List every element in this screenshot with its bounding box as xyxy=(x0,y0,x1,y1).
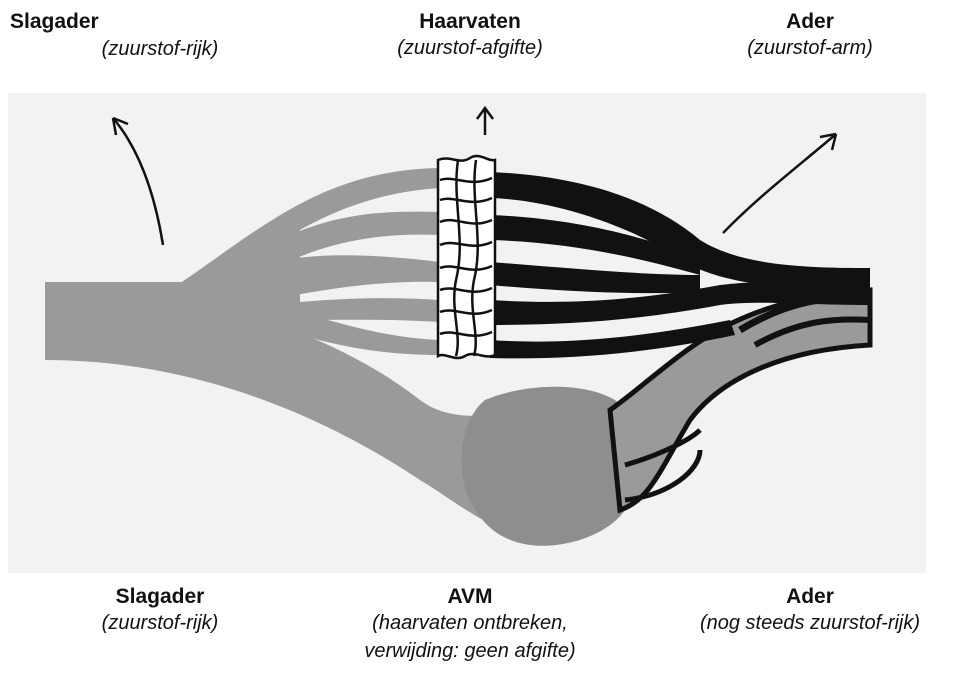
label-capillaries-title: Haarvaten xyxy=(320,10,620,34)
label-avm-title: AVM xyxy=(320,585,620,609)
label-artery-bottom-title: Slagader xyxy=(10,585,310,609)
label-artery-top-subtitle: (zuurstof-rijk) xyxy=(30,35,290,63)
label-avm-subtitle-2: verwijding: geen afgifte) xyxy=(320,637,620,665)
label-artery-bottom: Slagader (zuurstof-rijk) xyxy=(10,585,310,637)
label-artery-top-title: Slagader xyxy=(10,10,210,34)
label-vein-top: Ader (zuurstof-arm) xyxy=(660,10,960,62)
capillary-bed xyxy=(438,156,495,358)
label-vein-bottom: Ader (nog steeds zuurstof-rijk) xyxy=(660,585,960,637)
label-artery-top: Slagader xyxy=(10,10,210,34)
label-vein-top-title: Ader xyxy=(660,10,960,34)
label-vein-bottom-subtitle: (nog steeds zuurstof-rijk) xyxy=(660,609,960,637)
label-vein-top-subtitle: (zuurstof-arm) xyxy=(660,34,960,62)
label-artery-top-sub: (zuurstof-rijk) xyxy=(30,35,290,63)
label-vein-bottom-title: Ader xyxy=(660,585,960,609)
label-artery-bottom-subtitle: (zuurstof-rijk) xyxy=(10,609,310,637)
label-avm-subtitle-1: (haarvaten ontbreken, xyxy=(320,609,620,637)
label-capillaries-top: Haarvaten (zuurstof-afgifte) xyxy=(320,10,620,62)
label-avm: AVM (haarvaten ontbreken, verwijding: ge… xyxy=(320,585,620,665)
label-capillaries-subtitle: (zuurstof-afgifte) xyxy=(320,34,620,62)
